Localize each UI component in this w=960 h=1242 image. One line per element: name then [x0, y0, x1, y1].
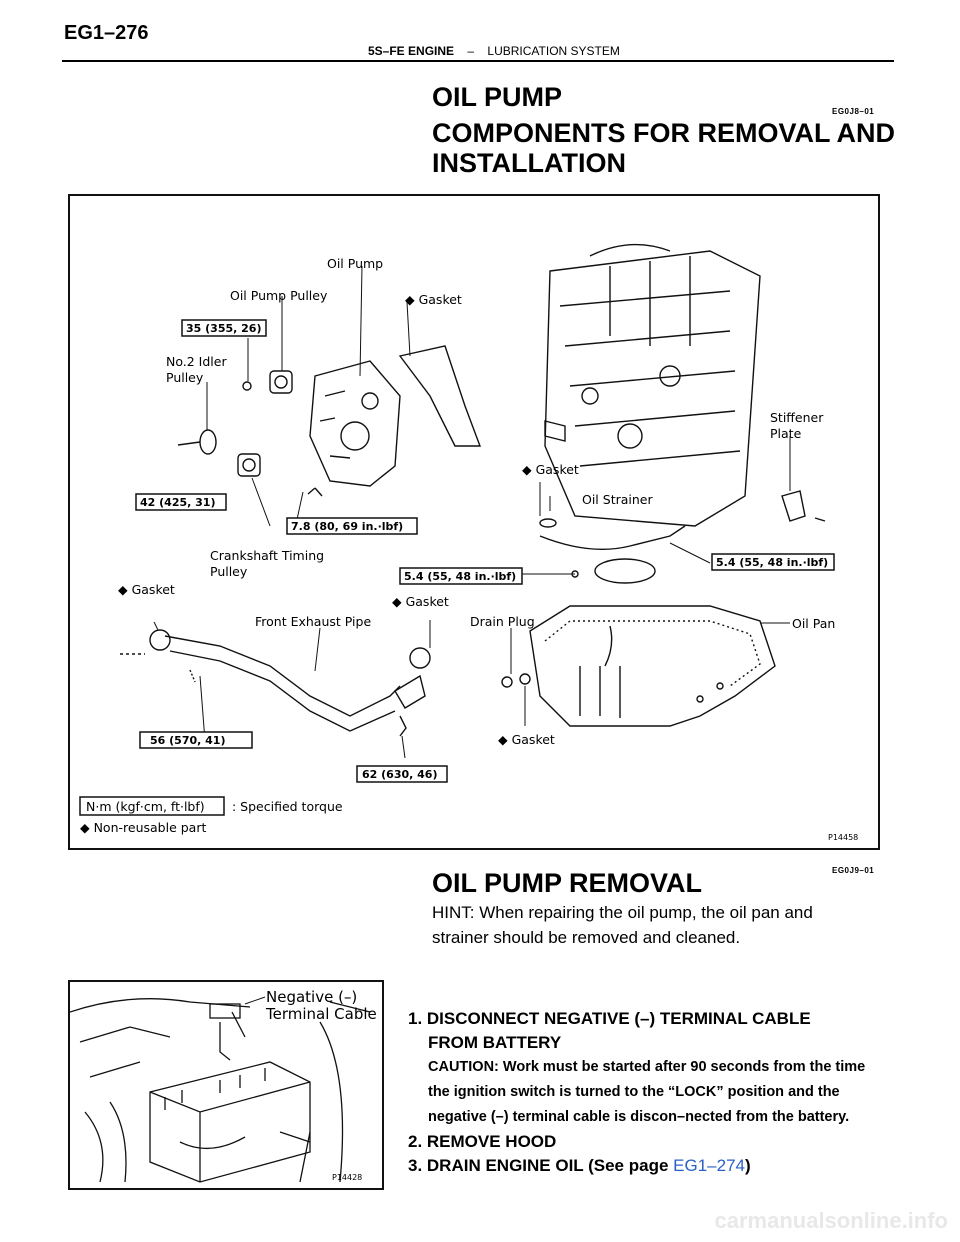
caution-text: CAUTION: Work must be started after 90 s…	[428, 1059, 866, 1125]
torque-box-5: 5.4 (55, 48 in.·lbf)	[711, 553, 835, 571]
step-1: 1. DISCONNECT NEGATIVE (–) TERMINAL CABL…	[408, 1007, 868, 1055]
torque-box-7: 62 (630, 46)	[356, 765, 448, 783]
label-crank-line1: Crankshaft Timing	[210, 548, 324, 563]
label-oil-strainer: Oil Strainer	[582, 492, 653, 507]
step-3-text: 3. DRAIN ENGINE OIL (See page	[408, 1156, 674, 1175]
engine-label: 5S–FE ENGINE	[368, 44, 455, 58]
battery-body	[149, 1061, 311, 1183]
components-diagram: Oil Pump Oil Pump Pulley ◆ Gasket No.2 I…	[68, 194, 880, 850]
header-rule	[62, 60, 894, 62]
torque-box-3: 7.8 (80, 69 in.·lbf)	[286, 517, 418, 535]
label-crank-line2: Pulley	[210, 564, 248, 579]
figure1-code: P14458	[828, 833, 858, 842]
title-oil-pump: OIL PUMP	[432, 82, 563, 112]
label-drain-plug: Drain Plug	[470, 614, 535, 629]
title-oil-pump-removal: OIL PUMP REMOVAL	[432, 868, 703, 898]
label-oil-pump-pulley: Oil Pump Pulley	[230, 288, 328, 303]
title-components-line1: COMPONENTS FOR REMOVAL AND	[432, 118, 896, 148]
oil-pan-shape	[529, 605, 776, 727]
section-label: LUBRICATION SYSTEM	[487, 44, 620, 58]
step-3-end: )	[744, 1156, 751, 1175]
label-gasket-exhaust-right: ◆ Gasket	[392, 594, 449, 609]
crank-pulley-shape	[237, 453, 261, 477]
label-gasket-drain: ◆ Gasket	[498, 732, 555, 747]
page-link-eg1-274[interactable]: EG1–274	[673, 1156, 745, 1175]
label-gasket-pump: ◆ Gasket	[405, 292, 462, 307]
torque-value-5: 5.4 (55, 48 in.·lbf)	[716, 556, 828, 569]
label-oil-pump: Oil Pump	[327, 256, 383, 271]
label-front-exhaust-pipe: Front Exhaust Pipe	[255, 614, 371, 629]
torque-box-1: 35 (355, 26)	[181, 319, 267, 337]
step-3: 3. DRAIN ENGINE OIL (See page EG1–274)	[408, 1154, 868, 1178]
battery-diagram: Negative (–) Terminal Cable P14428	[68, 980, 384, 1190]
header-separator: –	[467, 44, 475, 58]
label-negative-cable-line1: Negative (–)	[266, 988, 357, 1006]
removal-steps: 1. DISCONNECT NEGATIVE (–) TERMINAL CABL…	[408, 1007, 868, 1178]
front-exhaust-pipe-shape	[164, 635, 401, 717]
label-negative-cable-line2: Terminal Cable	[265, 1005, 377, 1023]
doc-code-2: EG0J9–01	[832, 866, 875, 875]
hint-text: HINT: When repairing the oil pump, the o…	[432, 903, 813, 947]
torque-value-1: 35 (355, 26)	[186, 322, 261, 335]
engine-block-outline	[544, 250, 761, 527]
torque-legend: N·m (kgf·cm, ft·lbf) : Specified torque …	[79, 796, 343, 835]
oil-pump-pulley-shape	[269, 370, 293, 394]
label-gasket-strainer: ◆ Gasket	[522, 462, 579, 477]
figure2-code: P14428	[332, 1173, 362, 1182]
page-id: EG1–276	[64, 22, 149, 44]
torque-box-2: 42 (425, 31)	[135, 493, 227, 511]
legend-non-reusable: ◆ Non-reusable part	[80, 820, 206, 835]
step-1-line1: 1. DISCONNECT NEGATIVE (–) TERMINAL CABL…	[408, 1009, 811, 1028]
torque-box-4: 5.4 (55, 48 in.·lbf)	[399, 567, 523, 585]
label-gasket-exhaust-left: ◆ Gasket	[118, 582, 175, 597]
oil-strainer-shape	[539, 525, 686, 550]
torque-value-3: 7.8 (80, 69 in.·lbf)	[291, 520, 403, 533]
label-idler-line1: No.2 Idler	[166, 354, 227, 369]
label-stiffener-line2: Plate	[770, 426, 802, 441]
label-oil-pan: Oil Pan	[792, 616, 835, 631]
torque-value-6: 56 (570, 41)	[150, 734, 225, 747]
torque-box-6: 56 (570, 41)	[139, 731, 253, 749]
label-stiffener-line1: Stiffener	[770, 410, 824, 425]
components-drawing: Oil Pump Oil Pump Pulley ◆ Gasket No.2 I…	[79, 243, 858, 842]
watermark: carmanualsonline.info	[714, 1208, 949, 1233]
legend-specified-torque: : Specified torque	[232, 799, 343, 814]
title-components-line2: INSTALLATION	[432, 148, 626, 178]
torque-value-2: 42 (425, 31)	[140, 496, 215, 509]
doc-code-1: EG0J8–01	[832, 107, 875, 116]
legend-unit: N·m (kgf·cm, ft·lbf)	[86, 799, 205, 814]
battery-drawing: Negative (–) Terminal Cable P14428	[70, 988, 377, 1183]
idler-pulley-shape	[199, 429, 217, 455]
torque-value-4: 5.4 (55, 48 in.·lbf)	[404, 570, 516, 583]
step-1-line2: FROM BATTERY	[428, 1033, 562, 1052]
running-header: 5S–FE ENGINE – LUBRICATION SYSTEM	[368, 44, 620, 58]
torque-value-7: 62 (630, 46)	[362, 768, 437, 781]
oil-pump-housing	[309, 360, 401, 487]
step-2: 2. REMOVE HOOD	[408, 1132, 557, 1151]
label-idler-line2: Pulley	[166, 370, 204, 385]
